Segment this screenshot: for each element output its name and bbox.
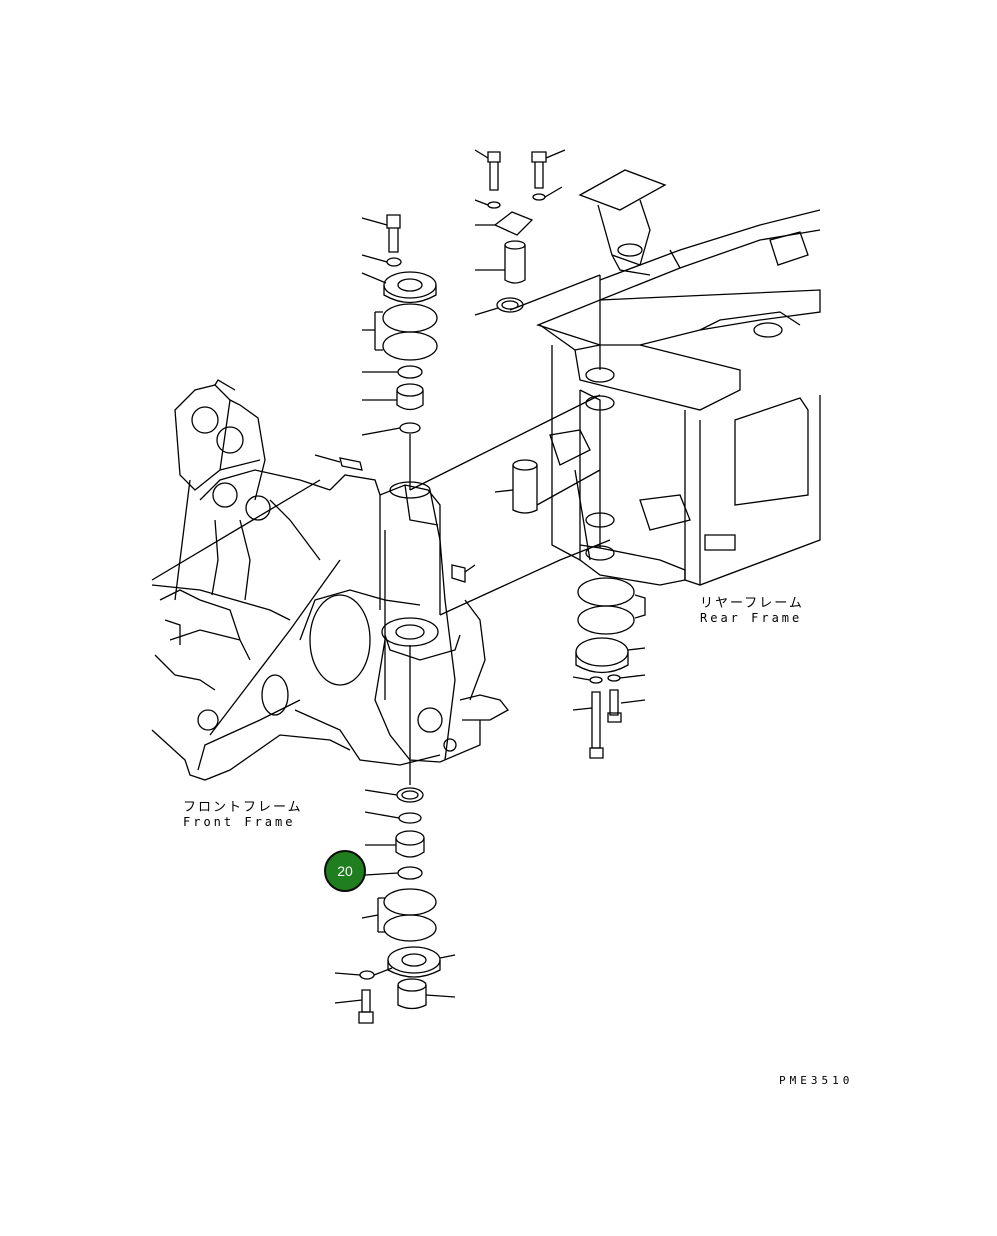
part-callout-20[interactable]: 20 [324,850,366,892]
front-frame-label-en: Front Frame [183,815,296,829]
rear-frame [538,170,820,585]
rear-frame-label-jp: リヤーフレーム [700,596,804,611]
part-callout-number: 20 [337,863,353,879]
front-frame [152,380,610,780]
rear-lower-parts [495,460,645,758]
drawing-code: PME3510 [779,1074,854,1087]
front-lower-parts [335,645,455,1023]
front-frame-label-jp: フロントフレーム [183,800,303,815]
rear-frame-label-en: Rear Frame [700,611,803,625]
rear-upper-parts [475,150,600,315]
front-upper-parts [362,215,437,490]
